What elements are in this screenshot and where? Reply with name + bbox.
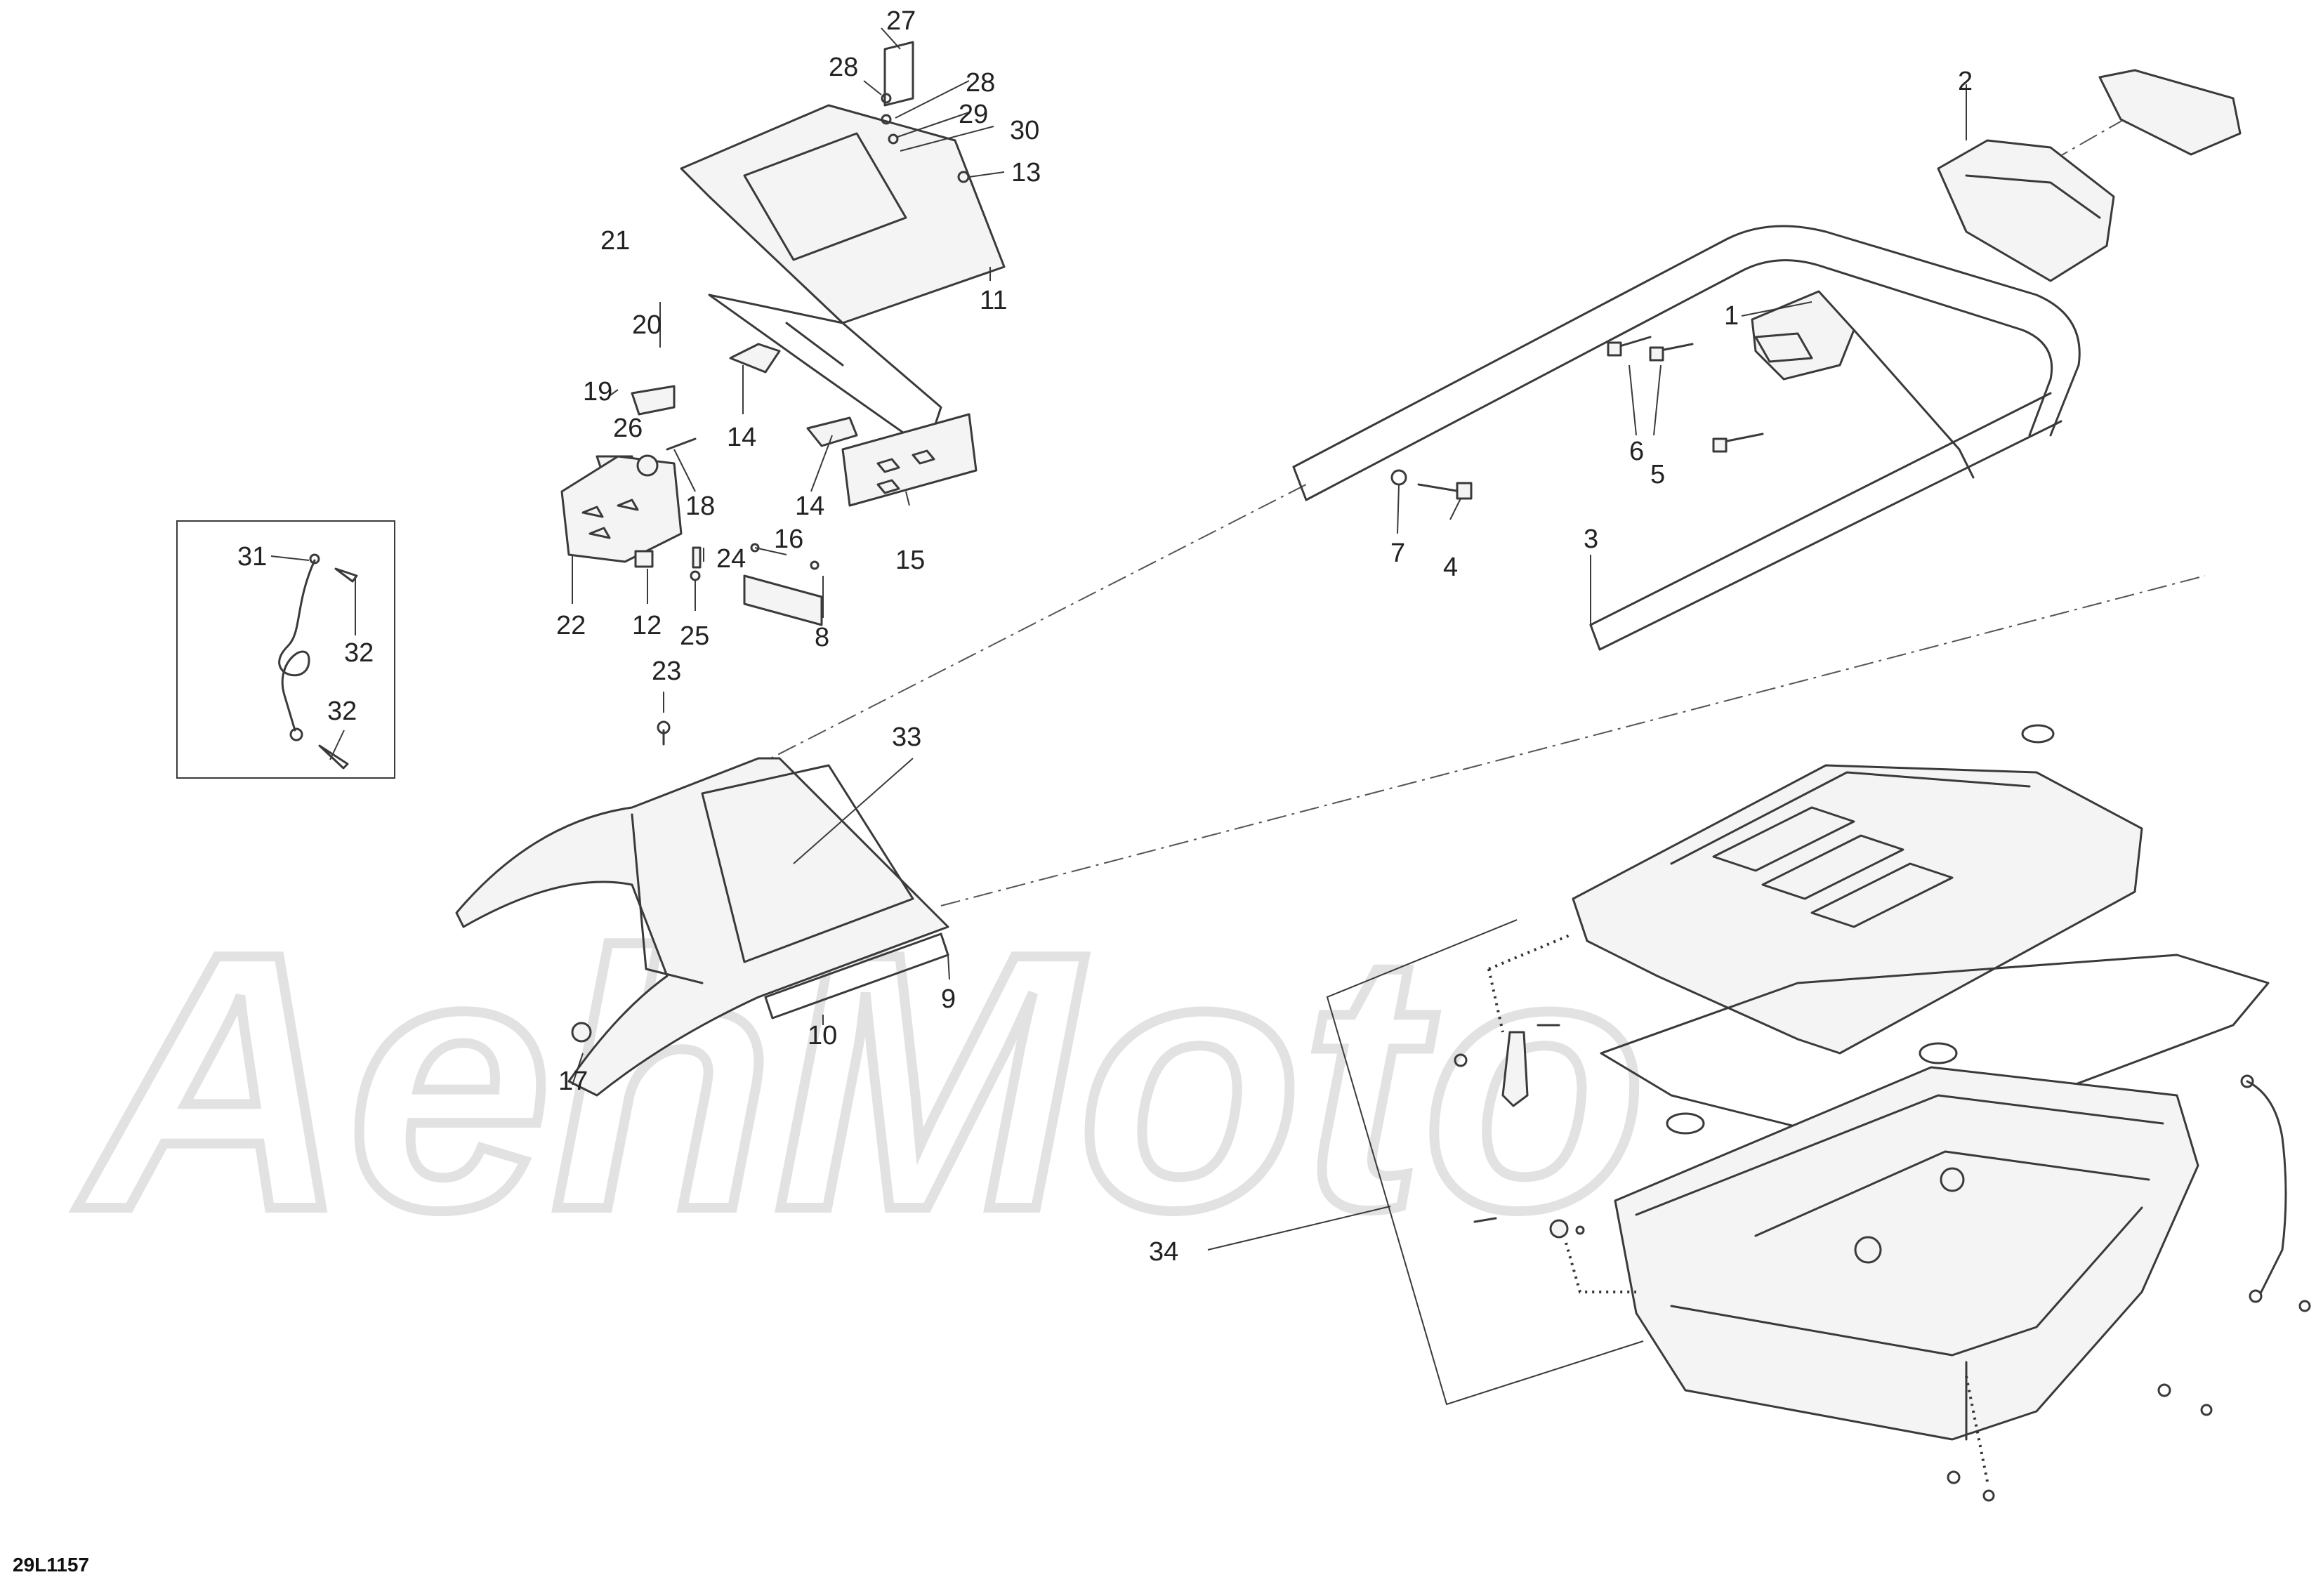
callout-11: 11 <box>980 286 1007 315</box>
rear-rack <box>1292 225 2081 651</box>
callout-32a: 32 <box>344 638 374 668</box>
callout-20: 20 <box>632 310 662 340</box>
side-brackets <box>729 343 978 507</box>
callout-10: 10 <box>808 1021 837 1050</box>
latch-hardware <box>1454 932 2311 1502</box>
inset-frame <box>176 520 395 779</box>
leader-lines <box>270 27 1967 1086</box>
callout-28b: 28 <box>966 68 995 98</box>
top-case-base <box>1614 1066 2199 1441</box>
callout-28a: 28 <box>829 53 858 82</box>
callout-22: 22 <box>556 611 586 640</box>
callout-6: 6 <box>1629 437 1644 466</box>
callout-7: 7 <box>1390 539 1405 568</box>
callout-24: 24 <box>716 544 746 574</box>
top-case-lid <box>1572 724 2143 1055</box>
callout-27: 27 <box>886 6 916 36</box>
callout-9: 9 <box>941 984 956 1014</box>
carrier-plate <box>680 41 1006 451</box>
drawing-id: 29L1157 <box>13 1554 89 1576</box>
callout-17: 17 <box>558 1067 588 1096</box>
callout-34: 34 <box>1149 1237 1178 1267</box>
bolts <box>1390 336 1764 500</box>
callout-12: 12 <box>632 611 662 640</box>
callout-14a: 14 <box>727 423 756 452</box>
callout-25: 25 <box>680 621 709 651</box>
callouts: 1 2 3 4 5 6 7 8 9 10 11 12 13 14 14 15 1… <box>237 6 1973 1267</box>
callout-8: 8 <box>815 623 829 652</box>
callout-19: 19 <box>583 377 612 407</box>
grab-handle <box>1937 69 2242 282</box>
callout-30: 30 <box>1010 116 1039 145</box>
callout-26: 26 <box>613 414 643 443</box>
callout-21: 21 <box>600 226 630 256</box>
callout-23: 23 <box>652 657 681 686</box>
rear-fender <box>455 757 949 1097</box>
callout-4: 4 <box>1443 553 1458 582</box>
callout-31: 31 <box>237 542 267 572</box>
callout-14b: 14 <box>795 492 824 521</box>
callout-32b: 32 <box>327 697 357 726</box>
callout-5: 5 <box>1650 460 1665 489</box>
callout-33: 33 <box>892 723 921 752</box>
callout-1: 1 <box>1724 301 1739 331</box>
callout-15: 15 <box>895 546 925 575</box>
callout-18: 18 <box>685 492 715 521</box>
small-parts <box>560 385 823 746</box>
callout-29: 29 <box>959 100 988 129</box>
callout-16: 16 <box>774 525 803 554</box>
lid-seal <box>1600 954 2270 1153</box>
callout-3: 3 <box>1584 525 1598 554</box>
callout-2: 2 <box>1958 67 1973 96</box>
group-bracket-34 <box>1207 919 1644 1406</box>
callout-13: 13 <box>1011 158 1041 187</box>
